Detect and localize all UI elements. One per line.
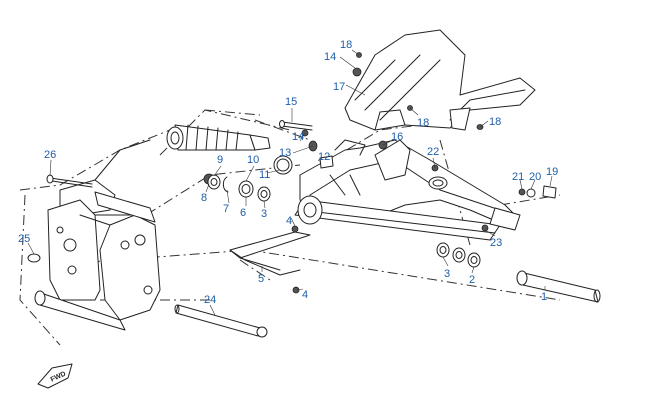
pivot-shaft (174, 304, 268, 338)
forward-direction-arrow: FWD (37, 363, 73, 389)
callout-14-a: 14 (324, 51, 336, 63)
callout-18-b: 18 (417, 117, 429, 129)
callout-24: 24 (204, 294, 216, 306)
callout-18-c: 18 (489, 116, 501, 128)
callout-1: 1 (541, 291, 547, 303)
callout-4-a: 4 (286, 215, 292, 227)
callout-3-b: 3 (444, 268, 450, 280)
callout-9: 9 (217, 154, 223, 166)
callout-13: 13 (279, 147, 291, 159)
axle-sleeve (516, 270, 601, 303)
bearing-set-right (436, 242, 481, 268)
callout-labels: 18 14 17 18 18 15 14 16 13 12 22 26 9 10… (18, 39, 558, 306)
leader-lines (27, 49, 553, 316)
callout-3-a: 3 (261, 208, 267, 220)
callout-12: 12 (318, 151, 330, 163)
shock-bolt (279, 120, 313, 131)
callout-25: 25 (18, 233, 30, 245)
callout-5: 5 (258, 273, 264, 285)
chain-guard (344, 29, 536, 131)
callout-20: 20 (529, 171, 541, 183)
callout-22: 22 (427, 146, 439, 158)
callout-11: 11 (259, 169, 270, 181)
rear-shock-absorber (166, 124, 271, 151)
callout-7: 7 (223, 203, 229, 215)
callout-16: 16 (391, 131, 403, 143)
callout-2: 2 (469, 274, 475, 286)
chain-slider (229, 231, 311, 276)
callout-4-b: 4 (302, 289, 308, 301)
callout-18-a: 18 (340, 39, 352, 51)
callout-26: 26 (44, 149, 56, 161)
callout-10: 10 (247, 154, 259, 166)
callout-14-b: 14 (292, 131, 304, 143)
callout-15: 15 (285, 96, 297, 108)
callout-19: 19 (546, 166, 558, 178)
frame-plates (34, 139, 161, 331)
callout-23: 23 (490, 237, 502, 249)
callout-8: 8 (201, 192, 207, 204)
callout-17: 17 (333, 81, 345, 93)
swing-arm (294, 139, 521, 241)
long-bolt (46, 174, 93, 188)
callout-6: 6 (240, 207, 246, 219)
callout-21: 21 (512, 171, 524, 183)
